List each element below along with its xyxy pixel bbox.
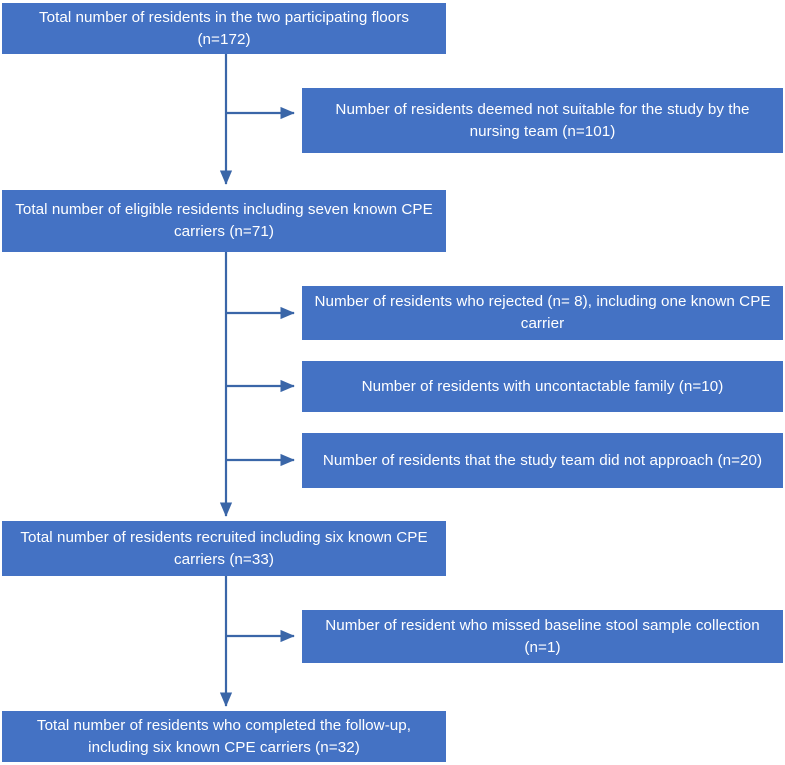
node-total-residents: Total number of residents in the two par… [2, 3, 446, 54]
node-rejected-label: Number of residents who rejected (n= 8),… [314, 293, 771, 332]
node-not-approached: Number of residents that the study team … [302, 433, 783, 488]
node-eligible-residents: Total number of eligible residents inclu… [2, 190, 446, 252]
node-total-residents-label: Total number of residents in the two par… [38, 8, 410, 48]
node-uncontactable-family: Number of residents with uncontactable f… [302, 361, 783, 412]
node-not-approached-label: Number of residents that the study team … [322, 451, 763, 469]
node-rejected: Number of residents who rejected (n= 8),… [302, 286, 783, 340]
node-missed-baseline: Number of resident who missed baseline s… [302, 610, 783, 663]
node-recruited-label: Total number of residents recruited incl… [20, 528, 428, 568]
node-not-suitable: Number of residents deemed not suitable … [302, 88, 783, 153]
node-recruited: Total number of residents recruited incl… [2, 521, 446, 576]
node-eligible-residents-label: Total number of eligible residents inclu… [15, 201, 433, 240]
node-uncontactable-family-label: Number of residents with uncontactable f… [361, 377, 724, 395]
node-completed-followup-label: Total number of residents who completed … [36, 716, 412, 756]
node-not-suitable-label: Number of residents deemed not suitable … [335, 100, 750, 140]
node-completed-followup: Total number of residents who completed … [2, 711, 446, 762]
node-missed-baseline-label: Number of resident who missed baseline s… [325, 616, 760, 656]
